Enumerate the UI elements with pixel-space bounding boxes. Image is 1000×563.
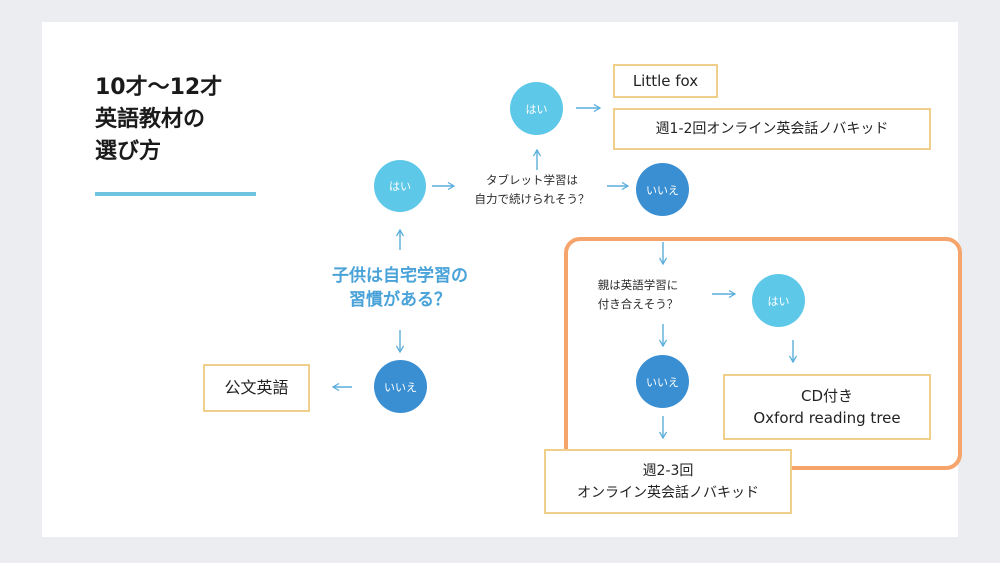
title-line-1: 10才〜12才 [95,75,223,100]
root-no-label: いいえ [384,380,417,394]
parent-question: 親は英語学習に 付き合えそう？ [583,276,693,314]
slide-canvas [42,22,958,537]
tablet-yes-circle: はい [510,82,563,135]
kumon-box: 公文英語 [203,364,310,412]
title-underline [95,192,256,196]
root-yes-circle: はい [374,160,426,212]
root-yes-label: はい [389,180,411,193]
tablet-question: タブレット学習は 自力で続けられそう？ [452,171,612,209]
root-question-line-1: 子供は自宅学習の [332,266,468,286]
tablet-no-label: いいえ [646,183,679,197]
title-line-3: 選び方 [95,139,162,164]
oxford-line-2: Oxford reading tree [753,409,901,427]
online-2-3-line-2: オンライン英会話ノバキッド [577,484,759,501]
tablet-question-line-1: タブレット学習は [486,173,578,187]
parent-no-circle: いいえ [636,355,689,408]
parent-question-line-2: 付き合えそう？ [597,297,679,311]
tablet-question-line-2: 自力で続けられそう？ [474,192,590,206]
little-fox-box: Little fox [613,64,718,98]
root-question: 子供は自宅学習の 習慣がある？ [305,264,495,312]
tablet-yes-label: はい [525,102,548,116]
root-no-circle: いいえ [374,360,427,413]
parent-yes-label: はい [767,294,790,308]
root-question-line-2: 習慣がある？ [349,290,451,310]
oxford-box: CD付き Oxford reading tree [723,374,931,440]
parent-question-line-1: 親は英語学習に [597,278,679,292]
parent-yes-circle: はい [752,274,805,327]
online-2-3-box: 週2-3回 オンライン英会話ノバキッド [544,449,792,514]
parent-no-label: いいえ [646,375,679,389]
tablet-no-circle: いいえ [636,163,689,216]
oxford-line-1: CD付き [800,387,854,405]
title-line-2: 英語教材の [95,107,206,132]
online-2-3-line-1: 週2-3回 [642,462,694,479]
kumon-label: 公文英語 [224,378,289,397]
online-1-2-box: 週1-2回オンライン英会話ノバキッド [613,108,931,150]
online-1-2-label: 週1-2回オンライン英会話ノバキッド [655,121,889,137]
page-title: 10才〜12才 英語教材の 選び方 [95,72,222,168]
little-fox-label: Little fox [632,72,699,90]
